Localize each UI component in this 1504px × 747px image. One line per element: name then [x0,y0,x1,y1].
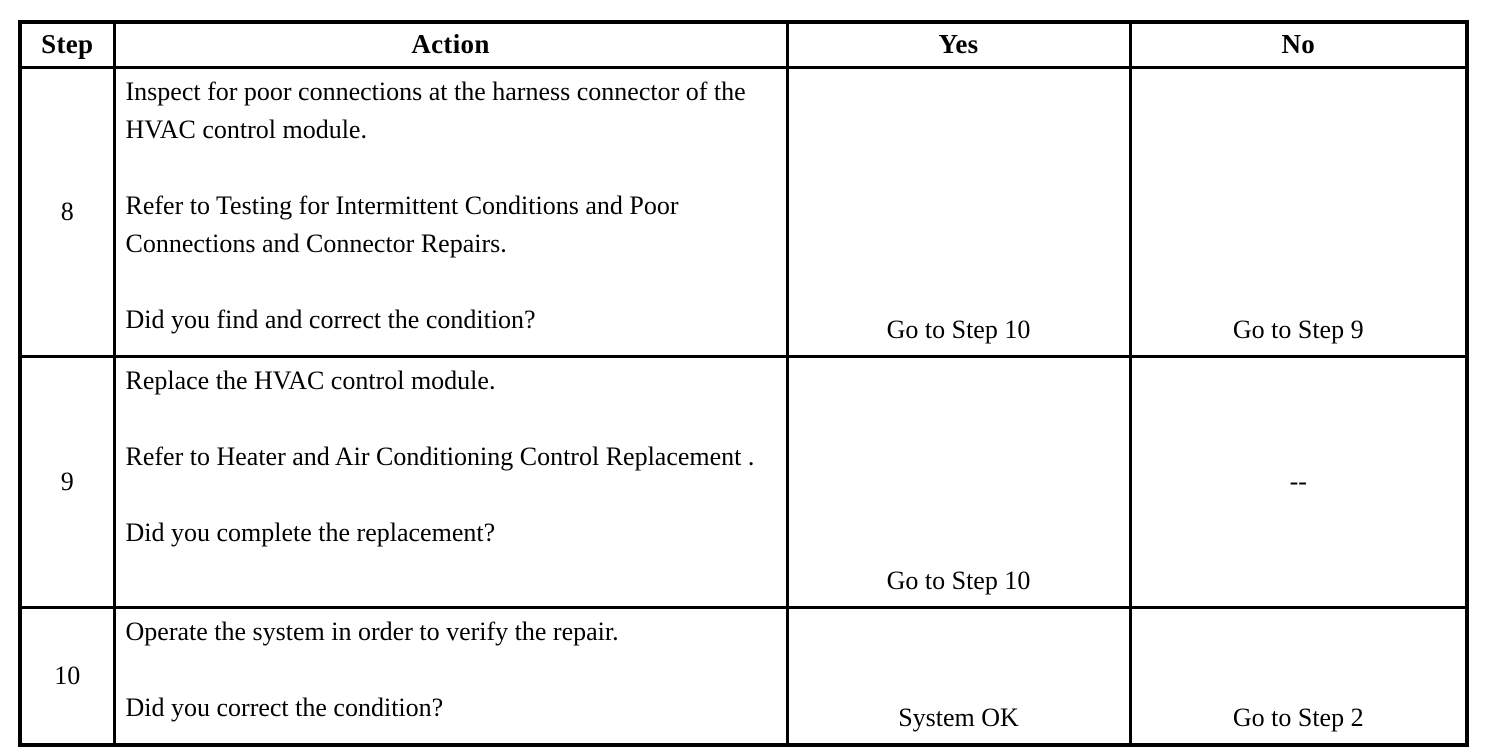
action-question: Did you find and correct the condition? [125,305,536,334]
document-page: Step Action Yes No 8 Inspect for poor co… [18,20,1469,747]
paragraph-spacer [126,476,780,514]
column-header-step: Step [18,20,116,69]
paragraph-spacer [126,149,780,187]
yes-answer-cell: System OK [785,606,1132,747]
no-answer-cell: Go to Step 2 [1128,606,1469,747]
action-cell: Inspect for poor connections at the harn… [112,66,789,358]
action-question: Did you complete the replacement? [125,518,496,547]
step-number-cell: 10 [18,606,116,747]
paragraph-spacer [126,263,780,301]
no-answer-cell: Go to Step 9 [1128,66,1469,358]
table-header: Step Action Yes No [18,20,1469,69]
yes-answer-cell: Go to Step 10 [785,355,1132,609]
paragraph-spacer [126,400,780,438]
step-number-cell: 9 [18,355,116,609]
yes-answer-cell: Go to Step 10 [785,66,1132,358]
table-row: 10 Operate the system in order to verify… [18,606,1469,747]
action-paragraph: Refer to Testing for Intermittent Condit… [125,191,679,258]
column-header-action: Action [112,20,789,69]
action-question: Did you correct the condition? [125,693,444,722]
header-row: Step Action Yes No [18,20,1469,69]
action-paragraph: Operate the system in order to verify th… [125,617,619,646]
diagnostic-procedure-table: Step Action Yes No 8 Inspect for poor co… [18,20,1469,747]
table-body: 8 Inspect for poor connections at the ha… [18,66,1469,747]
table-row: 9 Replace the HVAC control module. Refer… [18,355,1469,609]
table-row: 8 Inspect for poor connections at the ha… [18,66,1469,358]
action-paragraph: Inspect for poor connections at the harn… [125,77,746,144]
paragraph-spacer [126,651,780,689]
action-paragraph: Replace the HVAC control module. [125,366,496,395]
step-number-cell: 8 [18,66,116,358]
no-answer-dash: -- [1289,467,1307,496]
column-header-no: No [1128,20,1469,69]
action-paragraph: Refer to Heater and Air Conditioning Con… [125,442,755,471]
column-header-yes: Yes [785,20,1132,69]
no-answer-cell: -- [1128,355,1469,609]
action-cell: Replace the HVAC control module. Refer t… [112,355,789,609]
action-cell: Operate the system in order to verify th… [112,606,789,747]
